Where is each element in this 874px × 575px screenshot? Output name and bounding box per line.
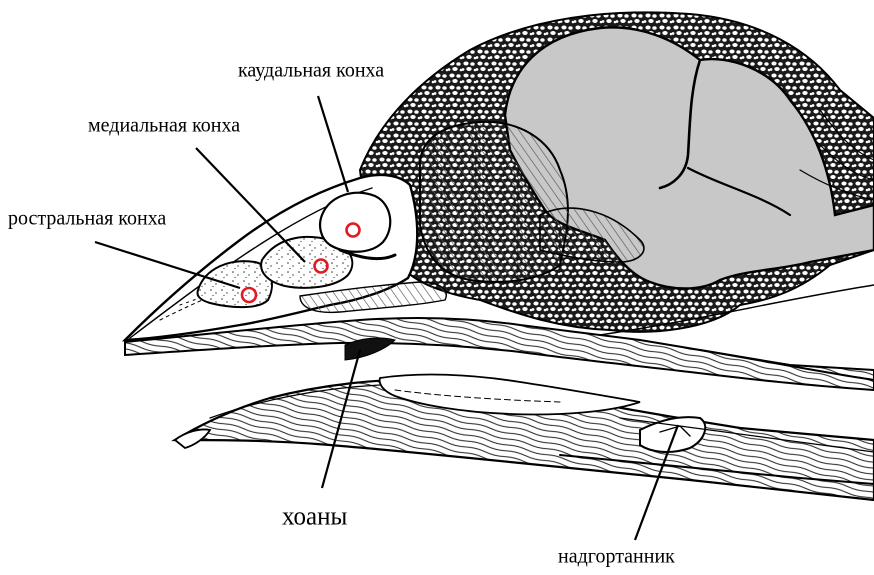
caudal-concha <box>320 193 390 252</box>
label-rostral-concha: ростральная конха <box>8 208 166 229</box>
label-medial-concha: медиальная конха <box>88 115 240 136</box>
orbit <box>420 122 568 282</box>
leader-caudal-concha <box>318 96 348 192</box>
label-choanae: хоаны <box>282 503 347 529</box>
label-epiglottis: надгортанник <box>558 546 675 567</box>
label-caudal-concha: каудальная конха <box>238 60 384 81</box>
